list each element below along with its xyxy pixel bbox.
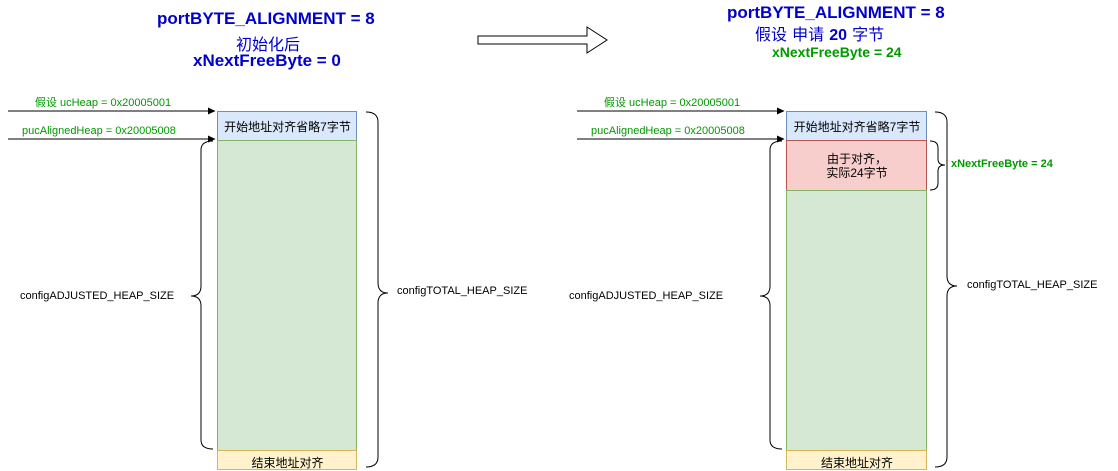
right-title-request-num: 20	[829, 27, 847, 44]
right-alloc-line1: 由于对齐，	[826, 152, 887, 166]
left-title-alignment: portBYTE_ALIGNMENT = 8	[157, 9, 375, 28]
right-end-block-label: 结束地址对齐	[820, 456, 893, 470]
left-end-block	[217, 450, 357, 470]
right-ucheap-label: 假设 ucHeap = 0x20005001	[604, 97, 741, 109]
right-adjusted-heap-label: configADJUSTED_HEAP_SIZE	[569, 290, 724, 302]
left-end-block-label: 结束地址对齐	[251, 456, 324, 470]
right-end-block	[786, 450, 927, 470]
right-title-alignment: portBYTE_ALIGNMENT = 8	[727, 3, 945, 22]
left-total-brace	[365, 111, 389, 468]
right-nextfree-brace	[929, 140, 946, 191]
right-total-heap-label: configTOTAL_HEAP_SIZE	[967, 279, 1098, 291]
right-title-nextfree: xNextFreeByte = 24	[772, 44, 902, 60]
left-aligned-heap-label: pucAlignedHeap = 0x20005008	[22, 125, 176, 137]
right-title-request: 假设 申请 20 字节	[755, 21, 884, 45]
right-alloc-line2: 实际24字节	[826, 166, 888, 180]
left-total-heap-label: configTOTAL_HEAP_SIZE	[397, 285, 528, 297]
right-alloc-block-label: 由于对齐， 实际24字节	[787, 152, 927, 180]
right-start-block-label: 开始地址对齐省略7字节	[793, 120, 921, 134]
right-heap-block	[786, 190, 927, 451]
right-nextfree-label: xNextFreeByte = 24	[951, 158, 1053, 170]
left-adjusted-brace	[190, 140, 214, 450]
left-heap-block	[217, 140, 357, 451]
left-adjusted-heap-label: configADJUSTED_HEAP_SIZE	[20, 290, 175, 302]
right-title-request-pre: 假设 申请	[755, 25, 830, 44]
right-total-brace	[934, 111, 958, 468]
left-start-block	[217, 111, 357, 141]
right-title-request-post: 字节	[846, 25, 885, 44]
right-alloc-block	[786, 140, 927, 191]
left-title-nextfree: xNextFreeByte = 0	[193, 51, 341, 70]
left-title-init: 初始化后	[236, 35, 301, 54]
right-start-block	[786, 111, 927, 141]
transition-arrow-icon	[477, 26, 608, 54]
left-ucheap-label: 假设 ucHeap = 0x20005001	[35, 97, 172, 109]
right-aligned-heap-label: pucAlignedHeap = 0x20005008	[591, 125, 745, 137]
left-start-block-label: 开始地址对齐省略7字节	[224, 120, 351, 134]
right-adjusted-brace	[759, 140, 783, 450]
